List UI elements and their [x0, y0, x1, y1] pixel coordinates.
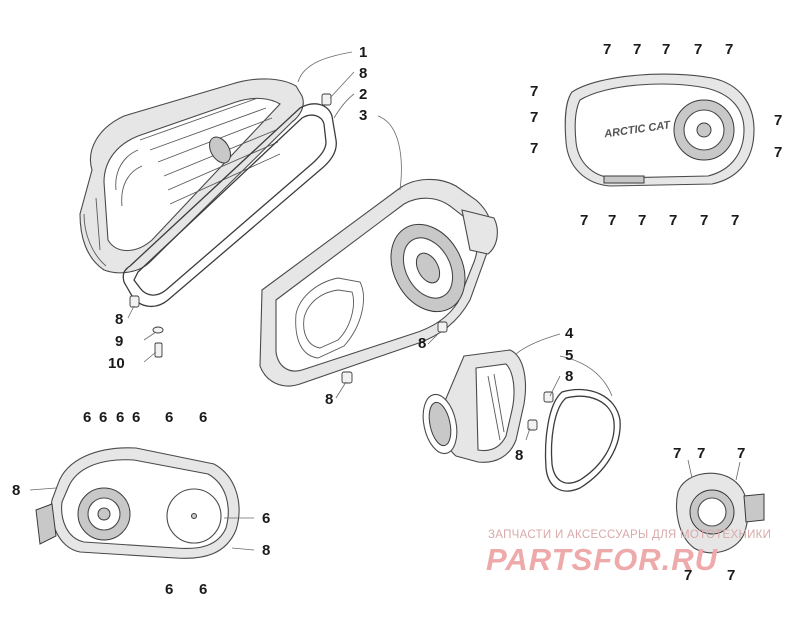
callout-6: 6 — [165, 581, 173, 598]
callout-9: 9 — [115, 333, 123, 350]
assembled-cover-front-view — [35, 447, 240, 559]
callout-8: 8 — [325, 391, 333, 408]
callout-7: 7 — [684, 567, 692, 584]
callout-7: 7 — [727, 567, 735, 584]
intake-duct — [422, 349, 527, 463]
callout-8: 8 — [262, 542, 270, 559]
callout-10: 10 — [108, 355, 125, 372]
callout-7: 7 — [530, 109, 538, 126]
callout-7: 7 — [731, 212, 739, 229]
callout-7: 7 — [725, 41, 733, 58]
leader-lines — [29, 51, 741, 551]
callout-7: 7 — [530, 83, 538, 100]
callout-8: 8 — [12, 482, 20, 499]
outer-clutch-cover — [79, 78, 304, 274]
callout-6: 6 — [165, 409, 173, 426]
callout-7: 7 — [608, 212, 616, 229]
callout-6: 6 — [199, 581, 207, 598]
callout-7: 7 — [638, 212, 646, 229]
callout-7: 7 — [633, 41, 641, 58]
callout-7: 7 — [694, 41, 702, 58]
callout-7: 7 — [697, 445, 705, 462]
duct-gasket — [544, 388, 621, 492]
watermark-tagline: ЗАПЧАСТИ И АКСЕССУАРЫ ДЛЯ МОТОТЕХНИКИ — [488, 529, 771, 541]
callout-8: 8 — [565, 368, 573, 385]
watermark: ЗАПЧАСТИ И АКСЕССУАРЫ ДЛЯ МОТОТЕХНИКИ PA… — [486, 529, 771, 577]
callout-6: 6 — [262, 510, 270, 527]
callout-7: 7 — [774, 112, 782, 129]
inner-clutch-cover — [259, 178, 498, 387]
callout-3: 3 — [359, 107, 367, 124]
small-duct-assembly — [676, 472, 765, 554]
callout-1: 1 — [359, 44, 367, 61]
callout-7: 7 — [603, 41, 611, 58]
callout-6: 6 — [83, 409, 91, 426]
assembled-cover-top-view: ARCTIC CAT — [564, 73, 755, 187]
callout-8: 8 — [515, 447, 523, 464]
outer-cover-gasket — [122, 103, 337, 307]
callout-7: 7 — [774, 144, 782, 161]
watermark-logo: PARTSFOR.RU — [486, 542, 719, 577]
callout-4: 4 — [565, 325, 574, 342]
hardware — [129, 93, 554, 431]
callout-6: 6 — [99, 409, 107, 426]
callout-7: 7 — [662, 41, 670, 58]
callout-8: 8 — [115, 311, 123, 328]
callout-7: 7 — [673, 445, 681, 462]
callout-8: 8 — [359, 65, 367, 82]
callout-2: 2 — [359, 86, 367, 103]
callout-6: 6 — [116, 409, 124, 426]
callout-8: 8 — [418, 335, 426, 352]
callout-7: 7 — [530, 140, 538, 157]
callout-7: 7 — [669, 212, 677, 229]
callout-5: 5 — [565, 347, 573, 364]
callout-7: 7 — [737, 445, 745, 462]
callout-7: 7 — [700, 212, 708, 229]
callout-7: 7 — [580, 212, 588, 229]
callout-6: 6 — [199, 409, 207, 426]
callout-6: 6 — [132, 409, 140, 426]
callout-labels: 1 8 2 3 8 9 10 8 8 4 5 8 8 7 7 7 7 7 7 7… — [12, 41, 782, 598]
